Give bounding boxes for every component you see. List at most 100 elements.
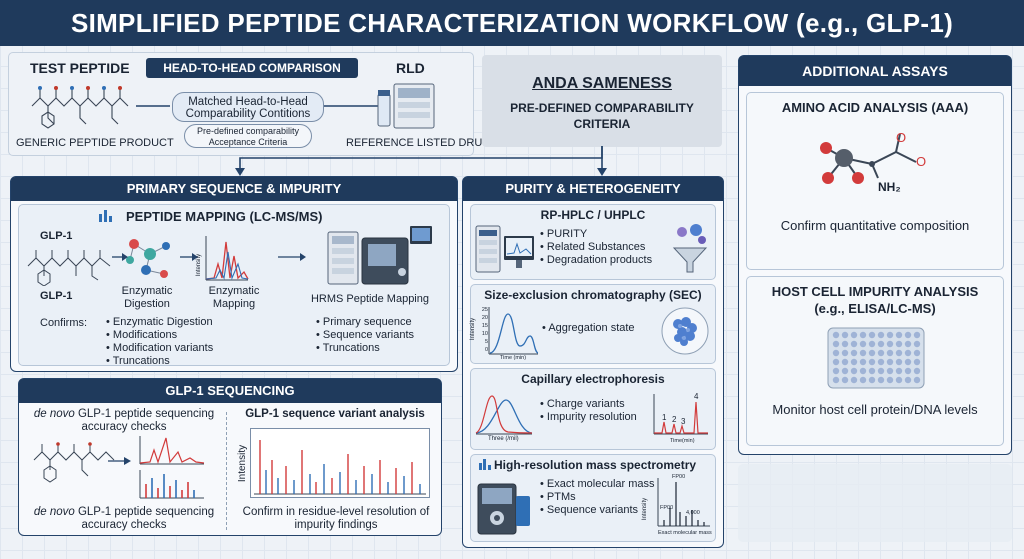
plate-well <box>895 367 903 375</box>
sequencing-divider <box>226 412 227 530</box>
list-item: Aggregation state <box>542 322 634 335</box>
peptide-mapping-box <box>18 204 450 366</box>
plate-well <box>841 376 849 384</box>
mass-spectrum <box>657 478 710 527</box>
aaa-oxygen-2: O <box>916 154 927 169</box>
list-item: Exact molecular mass <box>540 478 655 491</box>
denovo-emphasis: de novo <box>33 408 75 420</box>
purity-header: PURITY & HETEROGENEITY <box>463 177 723 201</box>
plate-well <box>886 358 894 366</box>
plate-well <box>886 367 894 375</box>
tick-label: 25 <box>481 307 488 313</box>
list-item: Enzymatic Digestion <box>106 316 213 329</box>
plate-well <box>886 376 894 384</box>
sec-list: Aggregation state <box>542 322 634 335</box>
plate-well <box>850 340 858 348</box>
plate-well <box>904 349 912 357</box>
hcp-caption: Monitor host cell protein/DNA levels <box>772 402 978 417</box>
plate-well <box>850 349 858 357</box>
page-title: SIMPLIFIED PEPTIDE CHARACTERIZATION WORK… <box>0 0 1024 46</box>
flow-arrows-mapping <box>112 253 306 261</box>
plate-well <box>913 367 921 375</box>
plate-well <box>895 358 903 366</box>
ce-list: Charge variants Impurity resolution <box>540 398 637 424</box>
plate-well <box>832 331 840 339</box>
ce-title: Capillary electrophoresis <box>521 372 665 386</box>
plate-well <box>859 340 867 348</box>
sec-ticks: 25 20 15 10 5 0 <box>478 306 488 354</box>
denovo-top-rest: GLP-1 peptide sequencing accuracy checks <box>74 408 215 433</box>
list-item: Sequence variants <box>316 329 414 342</box>
hrms-instrument-icon <box>327 226 432 285</box>
sec-xlabel: Time (min) <box>500 355 527 361</box>
plate-well <box>832 349 840 357</box>
list-item: Related Substances <box>540 241 652 254</box>
anda-box <box>482 55 722 147</box>
tick-label: 10 <box>481 331 488 337</box>
confirms-list: Enzymatic Digestion Modifications Modifi… <box>106 316 213 368</box>
plate-well <box>904 376 912 384</box>
glp1-sequencing-header: GLP-1 SEQUENCING <box>19 379 441 403</box>
plate-well <box>859 376 867 384</box>
plate-well <box>913 331 921 339</box>
plate-well <box>850 358 858 366</box>
ce-peak-label-3: 3 <box>681 417 686 426</box>
sec-title: Size-exclusion chromatography (SEC) <box>484 288 702 302</box>
step-enzymatic-digestion: Enzymatic Digestion <box>121 285 173 310</box>
rld-vial-icon <box>377 83 435 129</box>
plate-well <box>841 367 849 375</box>
plate-well <box>832 376 840 384</box>
plate-well <box>859 358 867 366</box>
ce-xlabel-right: Time(min) <box>670 438 695 444</box>
filter-funnel-icon <box>672 224 708 273</box>
hplc-instrument-icon <box>475 225 534 273</box>
plate-well <box>877 331 885 339</box>
comparison-badge: HEAD-TO-HEAD COMPARISON <box>146 58 358 78</box>
primary-sequence-header: PRIMARY SEQUENCE & IMPURITY <box>11 177 457 201</box>
plate-well <box>859 367 867 375</box>
plate-well <box>868 358 876 366</box>
list-item: Truncations <box>316 342 414 355</box>
plate-well <box>859 331 867 339</box>
plate-well <box>886 349 894 357</box>
glp1-structure-icon <box>27 250 111 286</box>
plate-well <box>877 340 885 348</box>
plate-well <box>832 358 840 366</box>
peptide-structure-icon <box>31 86 129 129</box>
plate-well <box>895 340 903 348</box>
plate-well <box>859 349 867 357</box>
flow-connectors <box>235 146 607 176</box>
hcp-title-line2: (e.g., ELISA/LC-MS) <box>814 301 936 316</box>
hrms-peak-label-2: FP00 <box>660 505 674 511</box>
aaa-amine: NH₂ <box>878 180 901 194</box>
bar-chart-icon <box>479 459 491 470</box>
plate-well <box>904 367 912 375</box>
plate-well <box>913 358 921 366</box>
plate-well <box>913 349 921 357</box>
mapping-chromatogram <box>205 236 249 281</box>
plate-well <box>868 349 876 357</box>
variant-intensity-label: Intensity <box>237 444 249 483</box>
ce-chromatogram-left <box>475 395 533 435</box>
sec-ylabel: Intensity <box>470 317 477 341</box>
plate-well <box>868 331 876 339</box>
plate-well <box>895 376 903 384</box>
ce-xlabel: Three (/mil) <box>488 436 519 442</box>
aaa-caption: Confirm quantitative composition <box>780 218 970 233</box>
empty-placeholder-box <box>738 464 1012 542</box>
variant-spectrum <box>254 440 426 495</box>
plate-well <box>850 331 858 339</box>
tick-label: 15 <box>481 323 488 329</box>
rphplc-title: RP-HPLC / UHPLC <box>540 208 646 222</box>
plate-well <box>877 376 885 384</box>
rld-label: RLD <box>396 60 425 76</box>
plate-well <box>868 376 876 384</box>
list-item: Degradation products <box>540 254 652 267</box>
aaa-title: AMINO ACID ANALYSIS (AAA) <box>781 100 969 115</box>
ce-peak-label-2: 2 <box>672 415 677 424</box>
glp1-sequencing-panel: GLP-1 SEQUENCING <box>18 378 442 536</box>
list-item: Impurity resolution <box>540 411 637 424</box>
denovo-top-text: de novo GLP-1 peptide sequencing accurac… <box>26 408 222 434</box>
plate-well <box>841 358 849 366</box>
list-item: Sequence variants <box>540 504 655 517</box>
